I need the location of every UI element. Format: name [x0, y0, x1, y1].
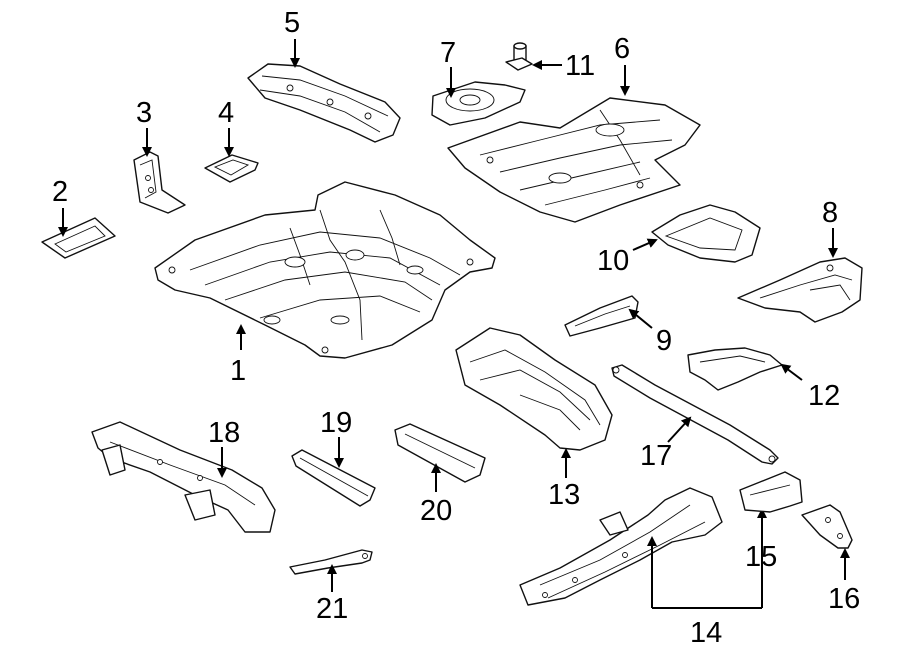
part-5-crossmember[interactable] — [247, 63, 401, 143]
callout-19: 19 — [320, 407, 352, 439]
part-6-rear-floor-pan[interactable] — [447, 97, 701, 223]
callout-1: 1 — [230, 355, 246, 387]
part-4-plate[interactable] — [204, 154, 259, 183]
part-17-brace-rod[interactable] — [611, 364, 779, 465]
callout-4: 4 — [218, 97, 234, 129]
callout-18: 18 — [208, 417, 240, 449]
callout-15: 15 — [745, 541, 777, 573]
callout-13: 13 — [548, 479, 580, 511]
part-13-wheelhouse[interactable] — [455, 327, 613, 451]
part-11-stud[interactable] — [505, 42, 533, 71]
callout-12: 12 — [808, 380, 840, 412]
part-2-bracket[interactable] — [41, 217, 116, 259]
callout-11: 11 — [565, 50, 595, 82]
callout-8: 8 — [822, 197, 838, 229]
callout-9: 9 — [656, 325, 672, 357]
part-3-bracket[interactable] — [133, 151, 186, 214]
callout-6: 6 — [614, 33, 630, 65]
callout-3: 3 — [136, 97, 152, 129]
part-10-tub[interactable] — [651, 204, 761, 263]
part-12-bracket[interactable] — [687, 347, 783, 391]
part-8-extension[interactable] — [737, 257, 863, 323]
part-7-spare-wheel-pan[interactable] — [431, 81, 526, 126]
callout-10: 10 — [597, 245, 629, 277]
part-9-reinforcement[interactable] — [564, 295, 639, 337]
callout-2: 2 — [52, 176, 68, 208]
part-19-channel[interactable] — [291, 449, 376, 507]
part-20-channel[interactable] — [394, 423, 486, 483]
callout-20: 20 — [420, 495, 452, 527]
callout-17: 17 — [640, 440, 672, 472]
callout-7: 7 — [440, 37, 456, 69]
part-1-floor-pan[interactable] — [154, 181, 496, 359]
callout-14: 14 — [690, 617, 722, 649]
part-21-strap[interactable] — [289, 549, 373, 575]
callout-16: 16 — [828, 583, 860, 615]
part-15-bracket[interactable] — [739, 471, 803, 513]
part-18-side-rail[interactable] — [91, 421, 276, 533]
part-16-bracket[interactable] — [801, 504, 853, 549]
part-14-rear-frame-rail[interactable] — [519, 487, 723, 606]
callout-5: 5 — [284, 7, 300, 39]
callout-21: 21 — [316, 593, 348, 625]
